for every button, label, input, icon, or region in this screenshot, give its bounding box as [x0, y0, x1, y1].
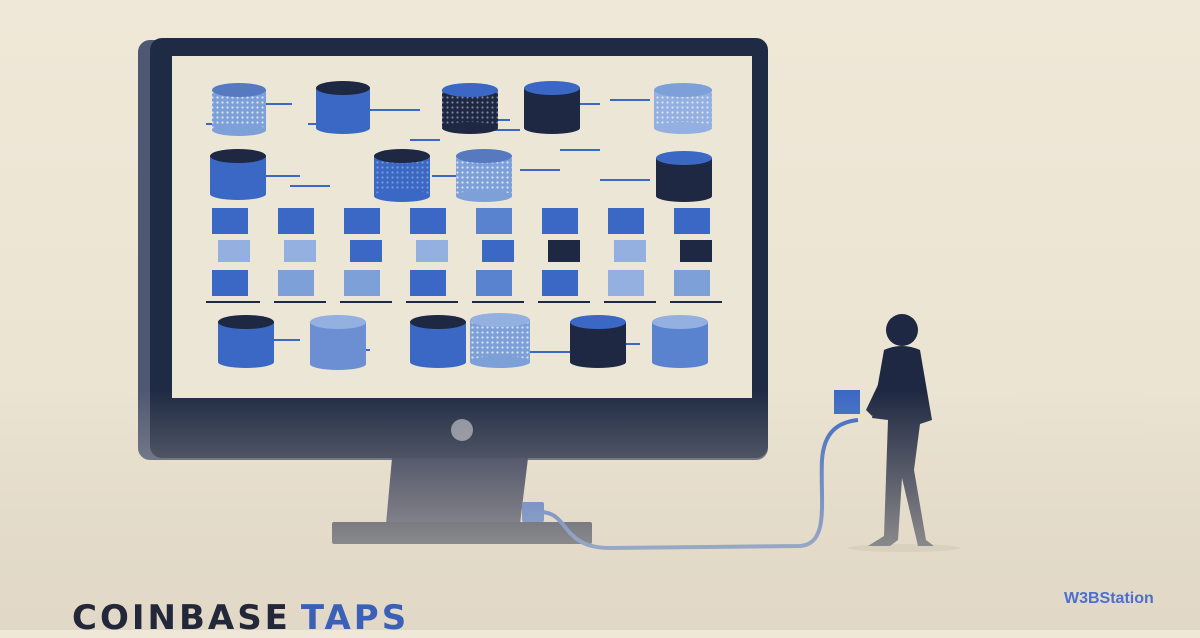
cube-icon [212, 208, 248, 234]
cube-icon [608, 208, 644, 234]
cube-icon [548, 240, 580, 262]
monitor-base [332, 522, 592, 544]
cube-grid [206, 208, 722, 303]
cube-icon [278, 208, 314, 234]
cube-row-2 [218, 240, 712, 262]
cube-icon [674, 270, 710, 296]
headline-brand: COINBASE [72, 598, 291, 638]
cube-icon [218, 240, 250, 262]
cube-icon [476, 208, 512, 234]
headline-accent: TAPS [300, 598, 410, 638]
cube-icon [284, 240, 316, 262]
cube-icon [350, 240, 382, 262]
database-icon [470, 313, 530, 368]
database-row-2 [210, 149, 712, 202]
cube-icon [410, 270, 446, 296]
cube-icon [476, 270, 512, 296]
cube-icon [680, 240, 712, 262]
camera-icon [451, 419, 473, 441]
power-plug [522, 502, 544, 522]
database-icon [442, 83, 498, 134]
database-icon [652, 315, 708, 368]
database-row-1 [212, 81, 712, 136]
database-icon [570, 315, 626, 368]
monitor-stand [386, 458, 528, 524]
database-row-3 [218, 313, 708, 370]
cube-row-1 [212, 208, 710, 234]
person-figure [834, 314, 960, 552]
cube-icon [482, 240, 514, 262]
database-icon [210, 149, 266, 200]
cube-icon [344, 270, 380, 296]
database-icon [456, 149, 512, 202]
cube-icon [344, 208, 380, 234]
database-icon [310, 315, 366, 370]
cube-icon [278, 270, 314, 296]
cube-icon [542, 208, 578, 234]
cube-icon [410, 208, 446, 234]
cube-icon [416, 240, 448, 262]
database-icon [656, 151, 712, 202]
database-icon [212, 83, 266, 136]
database-icon [410, 315, 466, 368]
cube-icon [212, 270, 248, 296]
cube-icon [542, 270, 578, 296]
database-icon [374, 149, 430, 202]
database-icon [218, 315, 274, 368]
database-icon [316, 81, 370, 134]
cube-icon [608, 270, 644, 296]
database-icon [654, 83, 712, 134]
watermark: W3BStation [1064, 590, 1154, 607]
cube-row-3 [212, 270, 710, 296]
cube-icon [834, 390, 860, 414]
database-icon [524, 81, 580, 134]
cube-icon [674, 208, 710, 234]
cube-icon [614, 240, 646, 262]
